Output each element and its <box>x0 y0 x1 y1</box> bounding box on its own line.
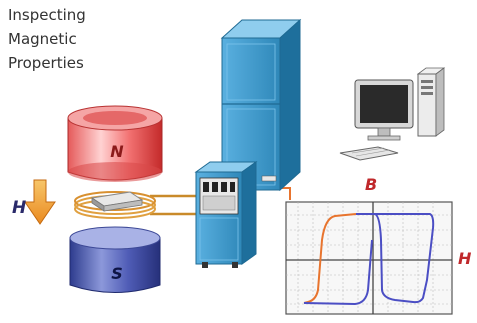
instrument-unit-icon <box>194 161 258 268</box>
magnet-north-icon <box>67 105 163 182</box>
pc-tower-icon <box>416 67 446 137</box>
field-arrow-label: H <box>12 198 26 218</box>
computer-monitor-icon <box>354 79 414 141</box>
induction-label: B <box>365 175 377 194</box>
magnet-south-icon <box>69 226 161 293</box>
north-pole-label: N <box>110 142 124 161</box>
field-axis-label: H <box>458 249 472 268</box>
south-pole-label: S <box>111 264 123 283</box>
sample-coil-icon <box>74 191 156 219</box>
title-line-1: Inspecting <box>8 6 86 24</box>
title-line-2: Magnetic <box>8 30 77 48</box>
field-arrow-icon <box>24 179 56 225</box>
hysteresis-plot-icon <box>285 201 453 315</box>
title-line-3: Properties <box>8 54 84 72</box>
keyboard-icon <box>339 146 399 161</box>
